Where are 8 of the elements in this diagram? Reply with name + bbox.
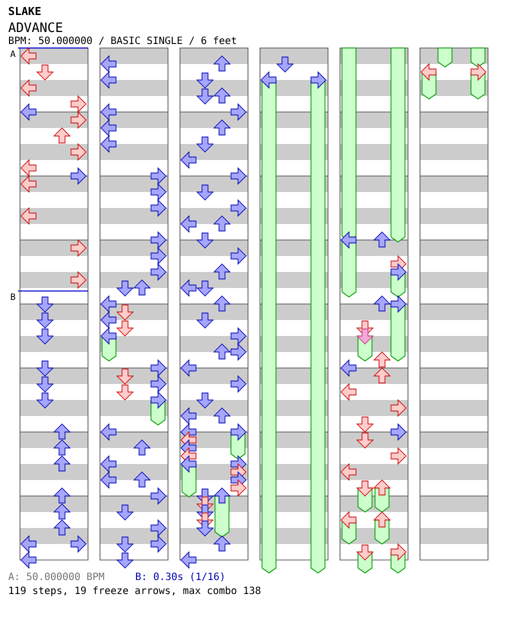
- stop-note: B: 0.30s (1/16): [136, 572, 224, 582]
- bpm-note: A: 50.000000 BPM: [8, 572, 104, 580]
- song-title: SLAKE: [8, 6, 41, 16]
- section-marker: A: [10, 50, 16, 57]
- section-marker: B: [10, 293, 16, 300]
- difficulty-label: ADVANCE: [8, 22, 62, 32]
- chart-info: BPM: 50.000000 / BASIC SINGLE / 6 feet: [9, 36, 236, 45]
- chart-summary: 119 steps, 19 freeze arrows, max combo 138: [9, 586, 260, 596]
